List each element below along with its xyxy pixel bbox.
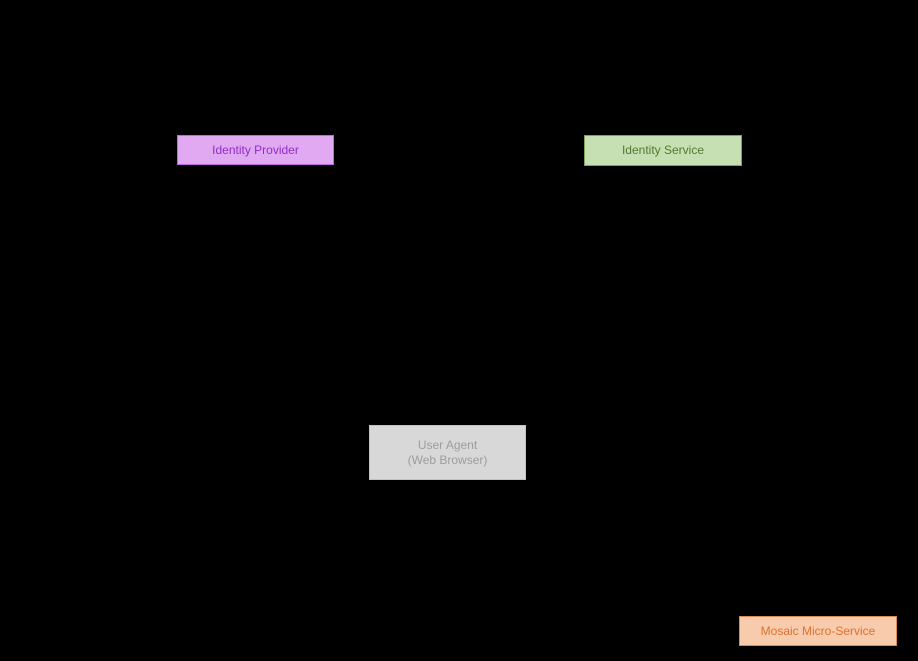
node-mosaic-micro-service-label: Mosaic Micro-Service [760, 623, 876, 638]
node-mosaic-micro-service: Mosaic Micro-Service [739, 616, 897, 646]
node-user-agent: User Agent (Web Browser) [369, 425, 526, 480]
node-user-agent-label-line1: User Agent [417, 437, 478, 452]
node-identity-provider-label: Identity Provider [212, 142, 299, 157]
node-identity-provider: Identity Provider [177, 135, 334, 165]
node-user-agent-label-line2: (Web Browser) [407, 452, 488, 467]
node-identity-service-label: Identity Service [621, 143, 705, 157]
node-identity-service: Identity Service [584, 135, 742, 166]
